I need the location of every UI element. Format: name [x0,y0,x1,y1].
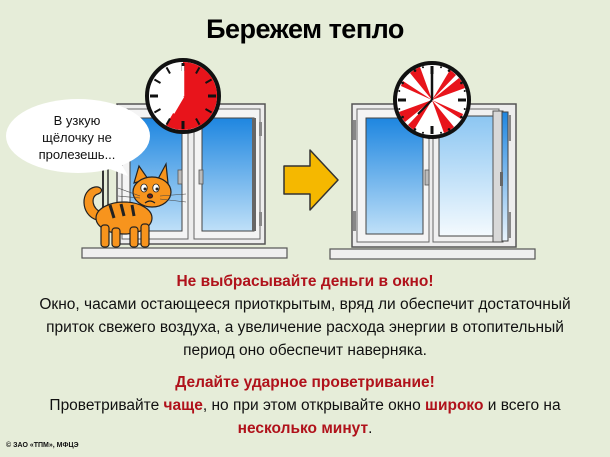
clock-icon-right [393,61,471,139]
section-ventilation: Делайте ударное проветривание! Проветрив… [0,372,610,440]
page-title: Бережем тепло [206,14,404,44]
highlight-often: чаще [163,397,203,414]
body-line: Проветривайте чаще, но при этом открывай… [0,394,610,417]
section-heading: Делайте ударное проветривание! [175,374,435,391]
text-part: . [368,420,373,437]
speech-bubble-text: В узкую щёлочку не пролезешь... [18,112,136,163]
body-line: Окно, часами остающееся приоткрытым, вря… [39,296,571,313]
highlight-few-minutes: несколько минут [237,420,369,437]
highlight-wide: широко [425,397,484,414]
body-line: несколько минут. [0,417,610,440]
copyright-footer: © ЗАО «ТПМ», МФЦЭ [6,442,79,449]
clock-icon-left [145,58,221,134]
bubble-line: пролезешь... [38,147,116,162]
section-heading: Не выбрасывайте деньги в окно! [176,273,434,290]
text-part: и всего на [483,397,561,414]
text-part: , но при этом открывайте окно [202,397,426,414]
text-part: Проветривайте [49,397,164,414]
right-window [329,103,536,260]
body-line: приток свежего воздуха, а увеличение рас… [46,319,564,336]
arrow-right-icon [283,149,339,211]
cat-icon [83,161,187,248]
illustration [6,58,536,260]
speech-bubble [6,99,150,176]
section-money: Не выбрасывайте деньги в окно! Окно, час… [0,271,610,362]
body-line: период оно обеспечит наверняка. [183,342,427,359]
bubble-line: В узкую [53,113,101,128]
bubble-line: щёлочку не [42,130,112,145]
